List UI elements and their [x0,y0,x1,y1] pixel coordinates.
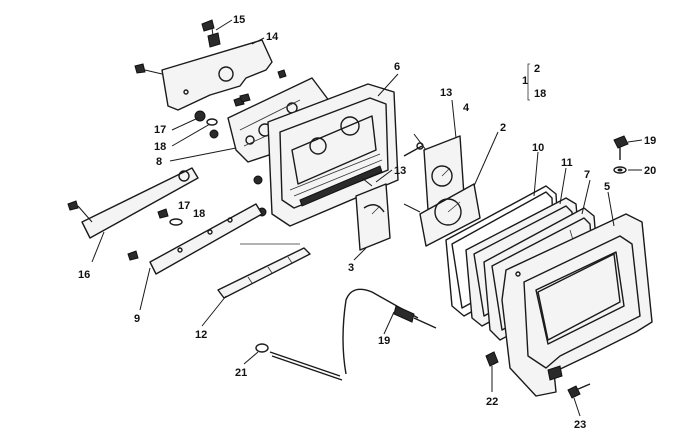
callout-9: 9 [134,313,140,325]
callout-15: 16 [78,269,90,281]
cover-plate-14 [134,19,287,111]
speedometer-2 [403,183,481,247]
callout-5: 5 [604,181,610,193]
screw-19-upper [613,135,629,160]
grommet-21 [485,351,499,367]
callout-17-lower: 17 [178,200,190,212]
callout-12: 12 [195,329,207,341]
callout-2-group: 2 [534,63,540,75]
callout-14: 14 [266,31,279,43]
circuit-strip-9 [127,203,263,275]
callout-4: 4 [463,102,470,114]
callout-18-lower: 18 [193,208,205,220]
callout-21: 22 [486,396,498,408]
callout-22: 19 [378,335,390,347]
callout-11: 11 [561,157,573,169]
callout-23: 21 [235,367,247,379]
gauge-4 [413,133,465,211]
callout-10: 10 [532,142,544,154]
speedometer-cable-22 [255,288,437,381]
callout-6: 6 [394,61,400,73]
bracket-15 [67,167,199,239]
callout-13-lower: 13 [394,165,406,177]
callout-13-upper: 13 [440,87,452,99]
gauge-3 [355,177,391,251]
leader-lines [91,19,643,417]
callout-7: 7 [584,169,590,181]
callout-20: 20 [644,165,656,177]
callout-8: 8 [156,156,162,168]
clip-16 [207,32,221,48]
diffuser-12 [217,243,311,299]
bulb-socket-17-18-upper [194,110,219,139]
washer-20 [613,166,627,174]
meter-housing-6 [253,83,399,227]
callout-19-upper: 19 [644,135,656,147]
pin-13-upper [403,142,424,157]
screw-19-lower [567,383,591,399]
callout-1: 1 [522,75,528,87]
callout-2: 2 [500,122,506,134]
callout-17-upper: 17 [154,124,166,136]
callout-labels: 1 2 18 15 14 6 13 4 2 10 11 7 5 19 20 17… [78,14,656,431]
callout-18-group: 18 [534,88,546,100]
bulb-socket-17-18-lower [157,208,183,226]
callout-16: 15 [233,14,245,26]
callout-3: 3 [348,262,354,274]
callout-19-lower: 23 [574,419,586,431]
callout-18-upper: 18 [154,141,166,153]
bezel-frame-5 [501,213,653,397]
